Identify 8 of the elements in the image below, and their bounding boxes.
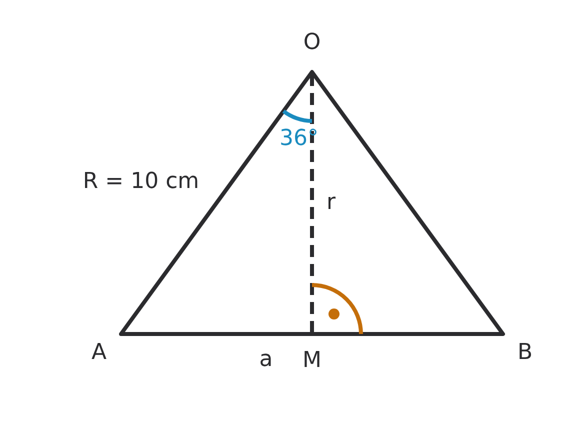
- vertex-label: A: [91, 342, 107, 364]
- side-label: R = 10 cm: [82, 171, 200, 193]
- vertex-label: O: [303, 32, 321, 54]
- vertex-label: B: [517, 342, 533, 364]
- segment-label: a: [259, 349, 273, 371]
- point-label: M: [302, 350, 322, 372]
- angle-label: 36°: [280, 128, 318, 150]
- height-label: r: [326, 192, 336, 214]
